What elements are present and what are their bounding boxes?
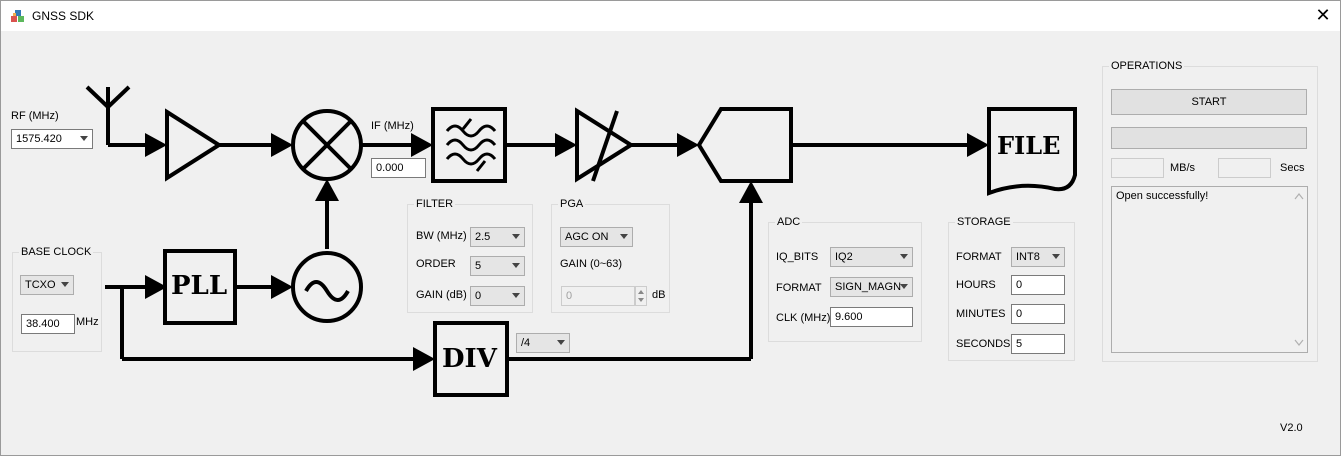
clock-freq-unit: MHz xyxy=(76,316,99,328)
chevron-down-icon xyxy=(900,284,908,289)
base-clock-group: BASE CLOCK xyxy=(12,246,102,352)
variable-gain-amplifier-icon xyxy=(575,107,635,183)
progress-bar xyxy=(1111,127,1307,149)
amplifier-icon xyxy=(165,108,223,182)
chevron-down-icon xyxy=(512,293,520,298)
filter-gain-label: GAIN (dB) xyxy=(416,289,467,301)
chevron-down-icon xyxy=(512,234,520,239)
filter-group: FILTER xyxy=(407,198,533,313)
adc-icon xyxy=(696,107,793,183)
rate-output xyxy=(1111,158,1164,178)
storage-format-label: FORMAT xyxy=(956,251,1002,263)
if-label: IF (MHz) xyxy=(371,120,414,132)
adc-iq-bits-label: IQ_BITS xyxy=(776,251,819,263)
rf-label: RF (MHz) xyxy=(11,110,59,122)
pga-group: PGA xyxy=(551,198,670,313)
adc-iq-bits-value: IQ2 xyxy=(835,251,853,263)
storage-format-combo[interactable]: INT8 xyxy=(1011,247,1065,267)
chevron-down-icon xyxy=(900,254,908,259)
filter-bw-combo[interactable]: 2.5 xyxy=(470,227,525,247)
adc-clk-input[interactable]: 9.600 xyxy=(830,307,913,327)
filter-order-combo[interactable]: 5 xyxy=(470,256,525,276)
pga-gain-spinner[interactable] xyxy=(635,286,647,306)
filter-order-label: ORDER xyxy=(416,258,456,270)
pga-gain-input[interactable]: 0 xyxy=(561,286,635,306)
storage-seconds-input[interactable]: 5 xyxy=(1011,334,1065,354)
base-clock-title: BASE CLOCK xyxy=(19,246,94,258)
chevron-down-icon xyxy=(1052,254,1060,259)
storage-title: STORAGE xyxy=(955,216,1013,228)
chevron-down-icon xyxy=(512,263,520,268)
window-title: GNSS SDK xyxy=(32,9,95,23)
log-scrollbar[interactable] xyxy=(1291,187,1307,352)
scroll-arrows-icon xyxy=(1294,193,1304,346)
log-text: Open successfully! xyxy=(1116,190,1209,202)
chevron-down-icon xyxy=(61,282,69,287)
div-value: /4 xyxy=(521,337,531,349)
storage-minutes-label: MINUTES xyxy=(956,308,1006,320)
adc-format-value: SIGN_MAGN xyxy=(835,281,902,293)
spinner-arrows-icon xyxy=(638,290,644,302)
mixer-icon xyxy=(291,109,363,181)
rf-value: 1575.420 xyxy=(16,133,62,145)
pll-label: PLL xyxy=(171,271,228,301)
agc-combo[interactable]: AGC ON xyxy=(560,227,633,247)
adc-iq-bits-combo[interactable]: IQ2 xyxy=(830,247,913,267)
satellite-app-icon xyxy=(11,10,24,22)
storage-group: STORAGE xyxy=(948,216,1075,361)
adc-title: ADC xyxy=(775,216,803,228)
bandpass-filter-icon xyxy=(431,107,507,183)
log-textarea[interactable]: Open successfully! xyxy=(1111,186,1308,353)
pga-title: PGA xyxy=(558,198,586,210)
operations-group: OPERATIONS xyxy=(1102,60,1318,362)
clock-source-combo[interactable]: TCXO xyxy=(20,275,74,295)
title-bar: GNSS SDK ✕ xyxy=(1,1,1340,31)
file-icon xyxy=(987,107,1077,196)
signal-chain-diagram xyxy=(85,85,1077,397)
rate-unit: MB/s xyxy=(1170,162,1196,174)
storage-minutes-input[interactable]: 0 xyxy=(1011,304,1065,324)
storage-format-value: INT8 xyxy=(1016,251,1040,263)
file-label: FILE xyxy=(997,131,1061,160)
secs-output xyxy=(1218,158,1271,178)
clock-freq-input[interactable]: 38.400 xyxy=(21,314,75,334)
version-label: V2.0 xyxy=(1280,422,1303,434)
storage-seconds-label: SECONDS xyxy=(956,338,1011,350)
if-input[interactable]: 0.000 xyxy=(371,158,426,178)
filter-order-value: 5 xyxy=(475,260,482,272)
adc-clk-label: CLK (MHz) xyxy=(776,312,831,324)
filter-title: FILTER xyxy=(414,198,456,210)
antenna-icon xyxy=(85,85,131,145)
storage-hours-input[interactable]: 0 xyxy=(1011,275,1065,295)
filter-gain-value: 0 xyxy=(475,290,482,302)
agc-value: AGC ON xyxy=(565,231,609,243)
pga-gain-unit: dB xyxy=(652,289,666,301)
adc-format-combo[interactable]: SIGN_MAGN xyxy=(830,277,913,297)
chevron-down-icon xyxy=(620,234,628,239)
storage-hours-label: HOURS xyxy=(956,279,996,291)
div-combo[interactable]: /4 xyxy=(516,333,570,353)
operations-title: OPERATIONS xyxy=(1109,60,1185,72)
close-icon[interactable]: ✕ xyxy=(1315,5,1331,25)
adc-format-label: FORMAT xyxy=(776,282,822,294)
start-button-label: START xyxy=(1191,96,1227,108)
pga-gain-label: GAIN (0~63) xyxy=(560,258,623,270)
rf-combo[interactable]: 1575.420 xyxy=(11,129,93,149)
chevron-down-icon xyxy=(557,340,565,345)
clock-source-value: TCXO xyxy=(25,279,56,291)
div-label: DIV xyxy=(442,344,497,374)
filter-bw-value: 2.5 xyxy=(475,231,491,243)
filter-gain-combo[interactable]: 0 xyxy=(470,286,525,306)
adc-group: ADC xyxy=(768,216,922,342)
filter-bw-label: BW (MHz) xyxy=(416,230,467,242)
start-button[interactable]: START xyxy=(1111,89,1307,115)
oscillator-icon xyxy=(291,251,363,323)
secs-unit: Secs xyxy=(1280,162,1305,174)
chevron-down-icon xyxy=(80,136,88,141)
